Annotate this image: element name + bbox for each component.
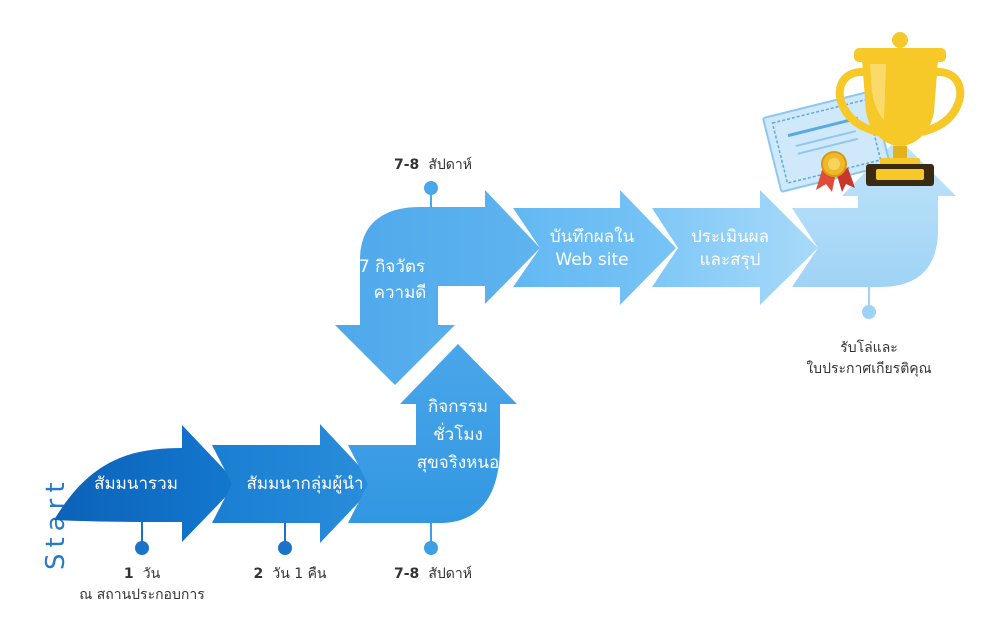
- svg-text:7-8 สัปดาห์: 7-8 สัปดาห์: [394, 563, 472, 582]
- medal-icon: [816, 151, 855, 192]
- marker-1-note: ณ สถานประกอบการ: [79, 587, 205, 603]
- step-label-3: กิจกรรม ชั่วโมง สุขจริงหนอ: [417, 397, 499, 473]
- marker-5: รับโล่และ ใบประกาศเกียรติคุณ: [806, 287, 932, 377]
- step-arrow-4: [335, 190, 540, 385]
- svg-text:1 วัน: 1 วัน: [124, 563, 161, 582]
- step-arrow-3: [348, 344, 517, 523]
- svg-text:7 กิจวัตร: 7 กิจวัตร: [359, 257, 425, 277]
- svg-text:และสรุป: และสรุป: [700, 250, 761, 270]
- svg-text:2 วัน 1 คืน: 2 วัน 1 คืน: [253, 563, 326, 582]
- marker-1-unit: วัน: [143, 566, 161, 582]
- marker-3-num: 7-8: [394, 566, 419, 582]
- step-label-1: สัมมนารวม: [94, 474, 178, 494]
- marker-1: 1 วัน ณ สถานประกอบการ: [79, 522, 205, 603]
- step-arrow-2: [212, 424, 376, 543]
- step-label-4: 7 กิจวัตร ความดี: [359, 257, 426, 303]
- svg-text:สุขจริงหนอ: สุขจริงหนอ: [417, 453, 499, 473]
- svg-text:กิจกรรม: กิจกรรม: [428, 397, 488, 417]
- svg-text:บันทึกผลใน: บันทึกผลใน: [550, 226, 635, 247]
- step-arrow-1: [54, 425, 238, 542]
- marker-3: 7-8 สัปดาห์: [394, 523, 472, 582]
- svg-text:7-8 สัปดาห์: 7-8 สัปดาห์: [394, 154, 472, 173]
- marker-2-num: 2: [253, 566, 263, 582]
- step-label-6: ประเมินผล และสรุป: [691, 227, 769, 270]
- marker-5-unit: รับโล่และ: [840, 339, 898, 356]
- svg-text:ความดี: ความดี: [374, 283, 427, 303]
- step-arrow-6: [652, 190, 818, 305]
- svg-text:สัมมนารวม: สัมมนารวม: [94, 474, 178, 494]
- marker-4: 7-8 สัปดาห์: [394, 154, 472, 208]
- marker-3-unit: สัปดาห์: [428, 565, 472, 582]
- svg-text:ประเมินผล: ประเมินผล: [691, 227, 769, 247]
- step-arrow-5: [513, 190, 676, 305]
- marker-2-unit: วัน 1 คืน: [272, 566, 327, 582]
- marker-4-unit: สัปดาห์: [428, 156, 472, 173]
- step-label-5: บันทึกผลใน Web site: [550, 226, 635, 270]
- svg-text:ชั่วโมง: ชั่วโมง: [433, 422, 483, 445]
- step-label-2: สัมมนากลุ่มผู้นำ: [247, 474, 364, 494]
- marker-5-note: ใบประกาศเกียรติคุณ: [806, 360, 931, 377]
- trophy-icon: [835, 32, 965, 186]
- svg-text:Web site: Web site: [555, 250, 628, 270]
- marker-1-num: 1: [124, 566, 134, 582]
- marker-2: 2 วัน 1 คืน: [253, 523, 327, 582]
- marker-4-num: 7-8: [394, 157, 419, 173]
- svg-text:สัมมนากลุ่มผู้นำ: สัมมนากลุ่มผู้นำ: [247, 474, 364, 494]
- start-label: Start: [41, 476, 71, 570]
